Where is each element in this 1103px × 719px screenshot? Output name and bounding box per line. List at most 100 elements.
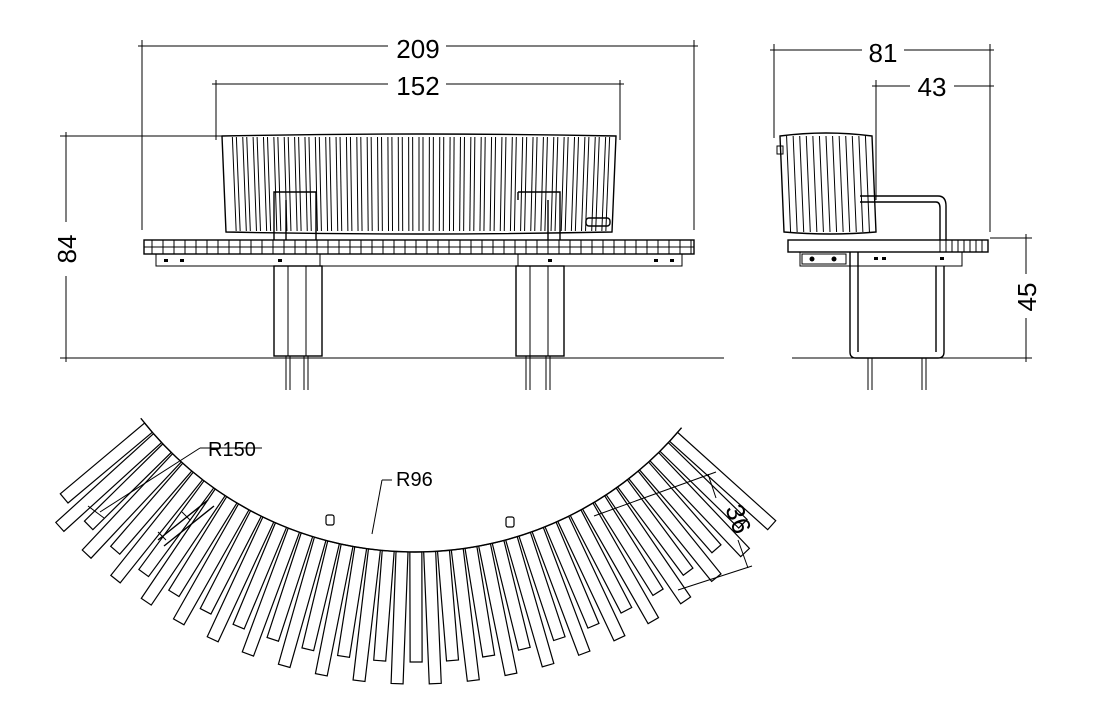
side-backrest-slats	[787, 136, 870, 232]
backrest-slat-line	[551, 137, 554, 231]
backrest-slat-line	[521, 137, 523, 231]
side-bolt	[940, 257, 944, 260]
dim-side-depth: 81	[770, 38, 994, 232]
dim-label-81: 81	[869, 38, 898, 68]
backrest-slat-line	[319, 137, 321, 231]
backrest-slat-line	[555, 137, 558, 231]
backrest-slat-line	[460, 137, 461, 231]
backrest-slat-line	[480, 137, 481, 231]
backrest-slat-line	[232, 137, 236, 231]
backrest-slat-line	[514, 137, 516, 231]
front-bolt	[180, 259, 184, 262]
side-slat-line	[833, 136, 837, 232]
backrest-slat-line	[484, 137, 485, 231]
side-armrest	[860, 196, 946, 240]
backrest-slat-line	[606, 137, 610, 231]
front-bolt	[278, 259, 282, 262]
side-slat-line	[846, 136, 850, 232]
backrest-slat-line	[464, 137, 465, 231]
backrest-slat-line	[449, 137, 450, 231]
side-frame-plate	[802, 254, 846, 264]
dim-label-r96: R96	[396, 469, 433, 491]
dim-label-r150: R150	[208, 439, 256, 461]
backrest-slat-line	[253, 137, 256, 231]
backrest-slat-line	[257, 137, 260, 231]
dim-front-backrest-width: 152	[212, 71, 624, 140]
backrest-slat-line	[295, 137, 298, 231]
side-bolt	[832, 257, 837, 262]
dim-label-152: 152	[396, 71, 439, 101]
side-view: 81 43 45	[770, 38, 1042, 390]
side-slat-line	[859, 136, 863, 232]
plan-view: R150 R96 36	[56, 418, 776, 684]
backrest-slat-line	[582, 137, 585, 231]
backrest-slat-line	[531, 137, 533, 231]
backrest-slat-line	[535, 137, 537, 231]
backrest-slat-line	[510, 137, 512, 231]
side-legs	[850, 252, 944, 390]
backrest-slat-line	[243, 137, 247, 231]
backrest-slat-line	[545, 137, 548, 231]
backrest-slat-line	[371, 137, 372, 231]
backrest-slat-line	[330, 137, 332, 231]
side-slat-line	[826, 136, 830, 232]
side-slat-line	[852, 136, 856, 232]
backrest-slat-line	[346, 137, 347, 231]
backrest-slat-line	[288, 137, 291, 231]
backrest-slat-line	[592, 137, 596, 231]
front-seat-slats	[144, 240, 694, 254]
backrest-slat-line	[490, 137, 491, 231]
backrest-slat-line	[361, 137, 362, 231]
backrest-slat-line	[278, 137, 281, 231]
backrest-slat-line	[474, 137, 475, 231]
backrest-slat-line	[263, 137, 266, 231]
backrest-slat-line	[236, 137, 240, 231]
backrest-slat-line	[571, 137, 574, 231]
side-slat-line	[839, 136, 843, 232]
backrest-slat-line	[299, 137, 302, 231]
backrest-slat-line	[357, 137, 358, 231]
plan-slat	[410, 552, 422, 662]
backrest-slat-line	[382, 137, 383, 231]
side-slat-line	[806, 136, 810, 232]
side-slat-line	[865, 136, 869, 232]
dim-label-84: 84	[52, 235, 82, 264]
plan-bracket	[506, 517, 514, 527]
backrest-slat-line	[525, 137, 527, 231]
side-slat-line	[819, 136, 823, 232]
backrest-slat-line	[575, 137, 578, 231]
backrest-slat-line	[470, 137, 471, 231]
backrest-slat-line	[586, 137, 589, 231]
backrest-slat-line	[602, 137, 606, 231]
backrest-slat-line	[340, 137, 342, 231]
backrest-slat-line	[367, 137, 368, 231]
front-bolt	[164, 259, 168, 262]
backrest-slat-line	[336, 137, 338, 231]
side-bolt	[882, 257, 886, 260]
front-left-leg	[274, 266, 322, 390]
front-view: 209 152 84	[52, 34, 724, 390]
backrest-slat-line	[596, 137, 600, 231]
dim-label-209: 209	[396, 34, 439, 64]
side-seat-slats	[940, 240, 982, 252]
side-bolt	[810, 257, 815, 262]
front-bolt	[670, 259, 674, 262]
side-slat-line	[787, 136, 791, 232]
backrest-slat-line	[309, 137, 311, 231]
front-bolt	[654, 259, 658, 262]
backrest-slat-line	[392, 137, 393, 231]
dim-side-seat-depth: 43	[872, 72, 994, 200]
dim-label-43: 43	[918, 72, 947, 102]
backrest-slat-line	[504, 137, 506, 231]
front-seat-frame	[156, 254, 682, 266]
dim-plan-inner-radius: R96	[372, 469, 433, 534]
front-right-leg	[516, 266, 564, 390]
backrest-slat-line	[305, 137, 307, 231]
dim-label-45: 45	[1012, 283, 1042, 312]
side-slat-line	[793, 136, 797, 232]
front-backrest-slats	[232, 137, 609, 231]
backrest-slat-line	[565, 137, 568, 231]
backrest-slat-line	[247, 137, 251, 231]
